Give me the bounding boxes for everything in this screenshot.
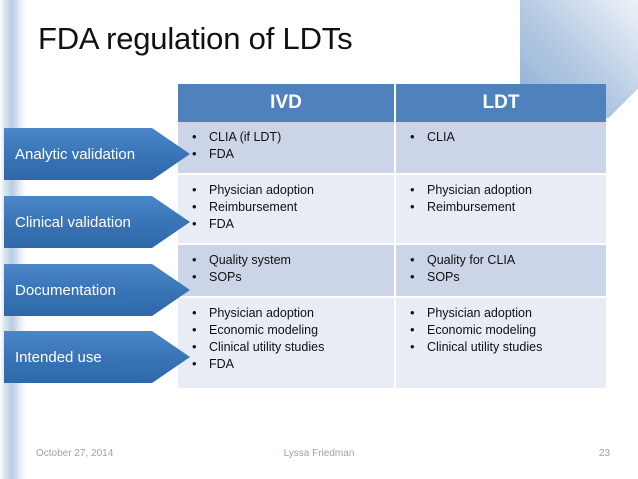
chevron-label-analytic-validation: Analytic validation	[4, 128, 190, 180]
bullet-list: Physician adoption Economic modeling Cli…	[396, 304, 606, 356]
cell-ldt-clinical-validation: Physician adoption Reimbursement	[396, 175, 606, 245]
table-header-row: IVD LDT	[178, 84, 606, 122]
list-item: FDA	[188, 215, 388, 233]
cell-ivd-analytic-validation: CLIA (if LDT) FDA	[178, 122, 396, 175]
cell-ivd-documentation: Quality system SOPs	[178, 245, 396, 298]
list-item: Physician adoption	[188, 304, 388, 322]
footer-date: October 27, 2014	[36, 448, 114, 459]
list-item: CLIA	[406, 128, 600, 146]
comparison-table: IVD LDT CLIA (if LDT) FDA CLIA Physician…	[178, 84, 606, 390]
slide-title: FDA regulation of LDTs	[38, 21, 353, 56]
list-item: FDA	[188, 145, 388, 163]
list-item: Physician adoption	[406, 304, 600, 322]
list-item: Economic modeling	[406, 321, 600, 339]
footer-page-number: 23	[598, 448, 610, 459]
bullet-list: CLIA (if LDT) FDA	[178, 128, 394, 163]
list-item: SOPs	[188, 268, 388, 286]
cell-ivd-intended-use: Physician adoption Economic modeling Cli…	[178, 298, 396, 390]
list-item: Quality for CLIA	[406, 251, 600, 269]
chevron-label-text: Intended use	[15, 348, 102, 366]
list-item: Economic modeling	[188, 321, 388, 339]
list-item: Clinical utility studies	[406, 338, 600, 356]
list-item: Reimbursement	[406, 198, 600, 216]
list-item: SOPs	[406, 268, 600, 286]
bullet-list: Quality for CLIA SOPs	[396, 251, 606, 286]
list-item: FDA	[188, 355, 388, 373]
bullet-list: Physician adoption Economic modeling Cli…	[178, 304, 394, 373]
table-row: Physician adoption Reimbursement FDA Phy…	[178, 175, 606, 245]
cell-ldt-documentation: Quality for CLIA SOPs	[396, 245, 606, 298]
list-item: CLIA (if LDT)	[188, 128, 388, 146]
cell-ldt-analytic-validation: CLIA	[396, 122, 606, 175]
table-row: Physician adoption Economic modeling Cli…	[178, 298, 606, 390]
bullet-list: Quality system SOPs	[178, 251, 394, 286]
cell-ldt-intended-use: Physician adoption Economic modeling Cli…	[396, 298, 606, 390]
chevron-label-text: Analytic validation	[15, 145, 136, 163]
chevron-label-text: Clinical validation	[15, 213, 131, 231]
bullet-list: CLIA	[396, 128, 606, 146]
chevron-label-text: Documentation	[15, 281, 116, 299]
table-row: CLIA (if LDT) FDA CLIA	[178, 122, 606, 175]
list-item: Physician adoption	[406, 181, 600, 199]
list-item: Physician adoption	[188, 181, 388, 199]
table-row: Quality system SOPs Quality for CLIA SOP…	[178, 245, 606, 298]
list-item: Quality system	[188, 251, 388, 269]
footer-author: Lyssa Friedman	[283, 448, 355, 459]
cell-ivd-clinical-validation: Physician adoption Reimbursement FDA	[178, 175, 396, 245]
bullet-list: Physician adoption Reimbursement FDA	[178, 181, 394, 233]
column-header-ldt: LDT	[396, 84, 606, 122]
list-item: Reimbursement	[188, 198, 388, 216]
list-item: Clinical utility studies	[188, 338, 388, 356]
bullet-list: Physician adoption Reimbursement	[396, 181, 606, 216]
slide-footer: October 27, 2014 Lyssa Friedman 23	[0, 448, 638, 470]
chevron-label-clinical-validation: Clinical validation	[4, 196, 190, 248]
column-header-ivd: IVD	[178, 84, 396, 122]
chevron-label-intended-use: Intended use	[4, 331, 190, 383]
chevron-label-documentation: Documentation	[4, 264, 190, 316]
